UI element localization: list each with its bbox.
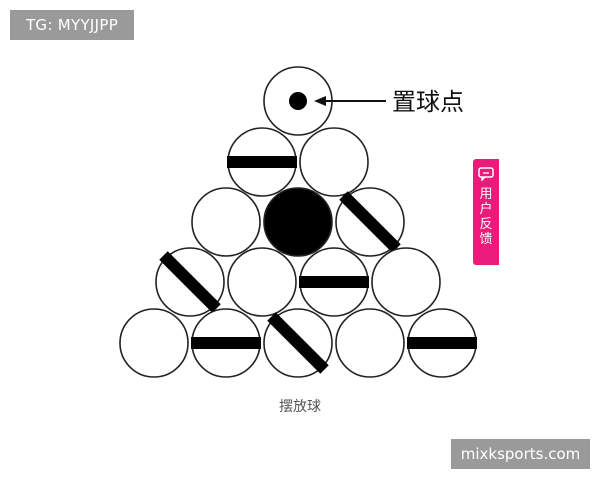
spot-arrowhead (314, 96, 326, 106)
horizontal-ball (191, 308, 261, 378)
plain-ball (119, 308, 189, 378)
chat-bubble-icon (478, 167, 494, 181)
ball-rack (119, 66, 477, 378)
diagonal-ball (335, 187, 405, 257)
spot-indicator: 置球点 (314, 88, 464, 116)
feedback-label: 用户反馈 (479, 187, 493, 247)
spot-dot (289, 92, 307, 110)
plain-ball (371, 247, 441, 317)
diagram-caption: 摆放球 (279, 399, 321, 415)
plain-ball (335, 308, 405, 378)
watermark-top: TG: MYYJJPP (10, 10, 134, 40)
spot-label: 置球点 (392, 88, 464, 116)
plain-ball (227, 247, 297, 317)
plain-ball (299, 127, 369, 197)
feedback-tab[interactable]: 用户反馈 (473, 159, 499, 265)
black-ball (263, 187, 333, 257)
spot-ball (263, 66, 333, 136)
plain-ball (191, 187, 261, 257)
horizontal-ball (227, 127, 297, 197)
watermark-bottom: mixksports.com (451, 439, 590, 469)
horizontal-ball (407, 308, 477, 378)
diagonal-ball (263, 308, 333, 378)
horizontal-ball (299, 247, 369, 317)
diagonal-ball (155, 247, 225, 317)
